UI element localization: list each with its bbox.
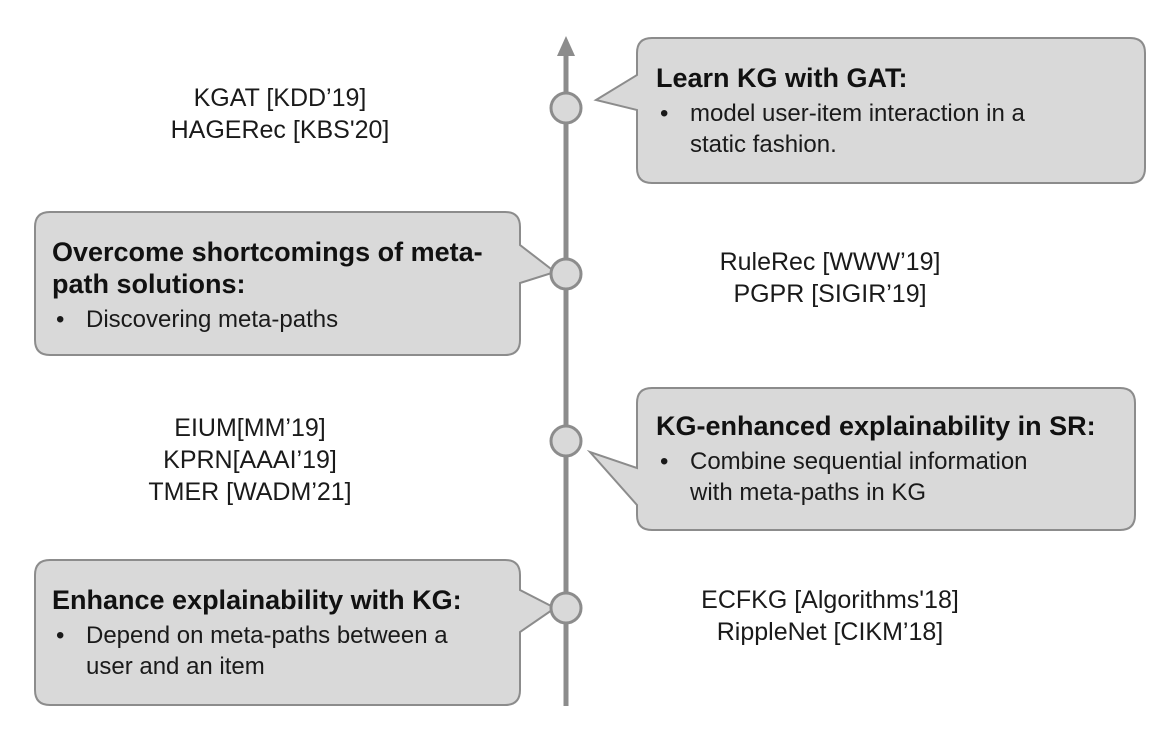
callout-bullet: • Combine sequential information with me… [656,446,1131,508]
ref-label: KPRN[AAAI’19] [163,446,337,474]
callout-title: Enhance explainability with KG: [52,585,462,615]
callout-title: Learn KG with GAT: [656,63,908,93]
callout-box-gat [593,37,1146,184]
bullet-dot: • [660,100,669,127]
callout-box-enhance-explainability [34,559,557,706]
bullet-dot: • [56,622,65,649]
bullet-line: Combine sequential information [690,448,1028,475]
title-line: path solutions: [52,269,246,299]
callout-meta-path-solutions: Overcome shortcomings of meta- path solu… [52,236,517,335]
timeline-node [549,424,583,458]
timeline-node [549,591,583,625]
refs-meta-path-discovery: RuleRec [WWW’19] PGPR [SIGIR’19] [690,246,970,310]
title-line: Overcome shortcomings of meta- [52,237,483,267]
refs-gat: KGAT [KDD’19] HAGERec [KBS'20] [150,82,410,146]
ref-label: HAGERec [KBS'20] [170,116,390,144]
ref-label: KGAT [KDD’19] [193,84,367,112]
refs-kg-explainability: ECFKG [Algorithms'18] RippleNet [CIKM’18… [680,584,980,648]
refs-sequential: EIUM[MM’19] KPRN[AAAI’19] TMER [WADM’21] [120,412,380,508]
bullet-line: Discovering meta-paths [86,306,339,333]
ref-label: RuleRec [WWW’19] [719,248,941,276]
bullet-dot: • [56,306,65,333]
timeline-node [549,257,583,291]
timeline-arrowhead [557,36,575,56]
callout-bullet: • Depend on meta-paths between a user an… [52,620,517,682]
callout-title: Overcome shortcomings of meta- path solu… [52,236,517,300]
ref-label: ECFKG [Algorithms'18] [701,586,959,614]
callout-title: KG-enhanced explainability in SR: [656,411,1096,441]
bullet-line: model user-item interaction in a [690,100,1025,127]
ref-label: TMER [WADM’21] [148,478,352,506]
bullet-dot: • [660,448,669,475]
ref-label: EIUM[MM’19] [174,414,326,442]
bullet-line: Depend on meta-paths between a [86,622,448,649]
ref-label: RippleNet [CIKM’18] [716,618,944,646]
bullet-line: static fashion. [690,131,837,158]
bullet-line: user and an item [86,653,265,680]
ref-label: PGPR [SIGIR’19] [733,280,927,308]
callout-gat: Learn KG with GAT: • model user-item int… [656,62,1126,160]
callout-bullet: • model user-item interaction in a stati… [656,98,1126,160]
callout-enhance-explainability: Enhance explainability with KG: • Depend… [52,584,517,682]
callout-bullet: • Discovering meta-paths [52,304,517,335]
timeline-node [549,91,583,125]
bullet-line: with meta-paths in KG [690,479,927,506]
callout-sequential-recommendation: KG-enhanced explainability in SR: • Comb… [656,410,1131,508]
callout-box-meta-path-solutions [34,211,558,356]
callout-box-sequential-recommendation [586,387,1136,531]
